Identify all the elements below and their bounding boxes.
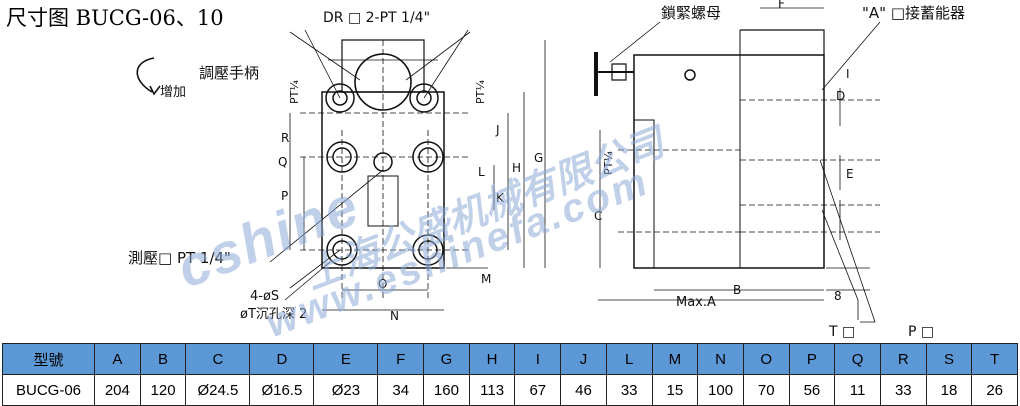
table-cell: 160 xyxy=(423,374,470,406)
dim-i: I xyxy=(846,67,850,81)
table-cell: Ø24.5 xyxy=(185,374,251,406)
table-header: T xyxy=(971,343,1018,375)
table-cell: 11 xyxy=(834,374,881,406)
table-cell: BUCG-06 xyxy=(2,374,95,406)
table-cell: 67 xyxy=(514,374,562,406)
dim-q: Q xyxy=(278,155,287,169)
table-cell: 100 xyxy=(697,374,744,406)
table-header: D xyxy=(249,343,315,375)
table-header: P xyxy=(788,343,836,375)
table-header: 型號 xyxy=(2,343,95,375)
pt-label-right: PT¼ xyxy=(474,80,487,104)
dim-g: G xyxy=(534,151,543,165)
table-cell: 56 xyxy=(788,374,836,406)
table-cell: 15 xyxy=(651,374,699,406)
bolt-holes-label: 4-øS xyxy=(250,289,279,304)
table-cell: 26 xyxy=(971,374,1018,406)
side-view xyxy=(594,7,881,323)
table-header: L xyxy=(605,343,653,375)
table-cell: Ø16.5 xyxy=(249,374,315,406)
table-header: F xyxy=(377,343,425,375)
table-header: H xyxy=(468,343,516,375)
dr-port-label: DR □ 2-PT 1/4" xyxy=(323,10,430,26)
drawing-title: 尺寸图 BUCG-06、10 xyxy=(6,6,224,30)
lock-nut-label: 鎖緊螺母 xyxy=(661,4,721,22)
dim-r: R xyxy=(281,131,289,145)
table-row: BUCG-06 204 120 Ø24.5 Ø16.5 Ø23 34 160 1… xyxy=(2,374,1018,406)
dim-d: D xyxy=(836,89,845,103)
table-cell: 70 xyxy=(742,374,790,406)
dim-p: P xyxy=(281,189,288,203)
spec-table: 型號 A B C D E F G H I J L M N O P Q R S T… xyxy=(2,343,1018,406)
table-cell: Ø23 xyxy=(313,374,379,406)
table-header: E xyxy=(313,343,379,375)
dimension-drawing: DR □ 2-PT 1/4" 鎖緊螺母 "A" □接蓄能器 調壓手柄 增加 測壓… xyxy=(128,0,965,340)
dim-b: B xyxy=(733,283,741,297)
table-cell: 33 xyxy=(605,374,653,406)
p-port-label: P □ xyxy=(908,324,934,340)
pt-label-left: PT¼ xyxy=(288,80,301,104)
table-header: A xyxy=(94,343,141,375)
table-header: G xyxy=(423,343,470,375)
max-a-label: Max.A xyxy=(676,295,716,310)
table-header: C xyxy=(185,343,251,375)
dim-o: O xyxy=(378,277,387,291)
dim-j: J xyxy=(495,123,500,137)
dim-h: H xyxy=(512,161,521,175)
accumulator-port-label: "A" □接蓄能器 xyxy=(862,4,965,22)
table-cell: 34 xyxy=(377,374,425,406)
table-header: S xyxy=(925,343,973,375)
table-header: N xyxy=(697,343,744,375)
table-header: O xyxy=(742,343,790,375)
t-port-label: T □ xyxy=(828,324,855,340)
dim-n: N xyxy=(390,309,399,323)
table-header: Q xyxy=(834,343,881,375)
gauge-port-label: 測壓□ PT 1/4" xyxy=(128,249,231,267)
table-cell: 46 xyxy=(560,374,607,406)
table-cell: 33 xyxy=(879,374,927,406)
table-header: M xyxy=(651,343,699,375)
table-header: B xyxy=(139,343,187,375)
table-header-row: 型號 A B C D E F G H I J L M N O P Q R S T xyxy=(2,343,1018,375)
dim-e: E xyxy=(846,167,854,181)
dim-m: M xyxy=(481,272,491,286)
table-header: J xyxy=(560,343,607,375)
table-cell: 120 xyxy=(139,374,187,406)
pt-label-side: PT¼ xyxy=(602,151,615,175)
dim-c: C xyxy=(594,209,602,223)
table-header: R xyxy=(879,343,927,375)
dim-l: L xyxy=(478,165,485,179)
table-cell: 18 xyxy=(925,374,973,406)
increase-label: 增加 xyxy=(160,85,186,100)
dim-8: 8 xyxy=(834,289,842,303)
adjust-handle-label: 調壓手柄 xyxy=(199,64,259,82)
counterbore-label: øT沉孔深 2 xyxy=(240,307,307,322)
front-view xyxy=(136,29,546,311)
table-cell: 204 xyxy=(94,374,141,406)
table-cell: 113 xyxy=(468,374,516,406)
table-header: I xyxy=(514,343,562,375)
dim-k: K xyxy=(496,191,505,205)
dim-f: F xyxy=(778,0,785,11)
